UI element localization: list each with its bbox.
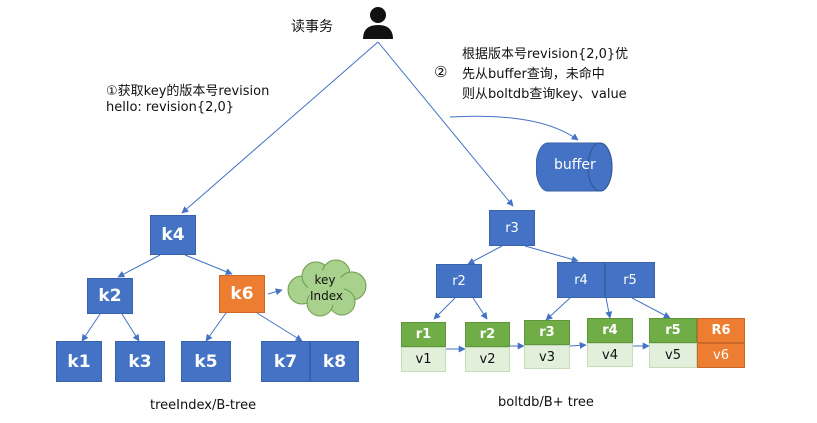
step2-line3: 则从boltdb查询key、value [462,87,627,102]
bolt-leaf-value: v2 [465,347,510,372]
boltdb-caption: boltdb/B+ tree [498,395,594,410]
treeindex-caption: treeIndex/B-tree [150,398,257,413]
bolt-leaf-key: r2 [465,322,510,347]
step1-line2: hello: revision{2,0} [106,100,235,115]
step1-text: ①获取key的版本号revision [106,80,269,99]
tree-leaf: k5 [181,341,231,382]
bolt-leaf-key: r3 [524,320,570,345]
bolt-node-right-key: r4 [557,262,605,298]
bolt-node-root: r3 [489,210,535,246]
tree-node-left: k2 [87,278,133,314]
key-index-label: key Index [310,273,344,303]
bolt-leaf-key: R6 [697,318,745,343]
bolt-leaf-value: v4 [587,343,633,367]
user-icon [363,7,393,39]
bolt-leaf-key: r1 [401,322,446,347]
buffer-cylinder [536,142,613,192]
buffer-label: buffer [554,157,596,173]
bolt-leaf-value: v3 [524,345,570,369]
step2-marker: ② [434,63,448,81]
bolt-leaf-value: v6 [697,343,745,368]
tree-leaf: k3 [115,341,165,382]
bolt-leaf-value: v1 [401,347,446,372]
bolt-leaf-value: v5 [649,343,697,368]
bolt-leaf-key: r4 [587,318,633,343]
tree-node-right: k6 [219,275,265,313]
tree-node-root: k4 [150,215,196,255]
arrow-to-boltdb [377,41,514,207]
step1-line1: 获取key的版本号revision [117,84,270,99]
arrow-to-treeindex [181,41,379,214]
tree-leaf: k7 [261,341,310,382]
diagram-title: 读事务 [291,19,333,35]
step2-line2: 先从buffer查询，未命中 [462,67,605,82]
arrow-to-buffer [449,115,579,141]
key-index-cloud [287,259,367,317]
bolt-node-left: r2 [436,264,482,298]
bolt-leaf-key: r5 [649,318,697,343]
tree-leaf: k1 [56,341,102,382]
tree-leaf: k8 [310,341,359,382]
step1-marker: ① [106,84,118,99]
step2-line1: 根据版本号revision{2,0}优 [462,47,629,62]
bolt-node-right-key: r5 [605,262,655,298]
